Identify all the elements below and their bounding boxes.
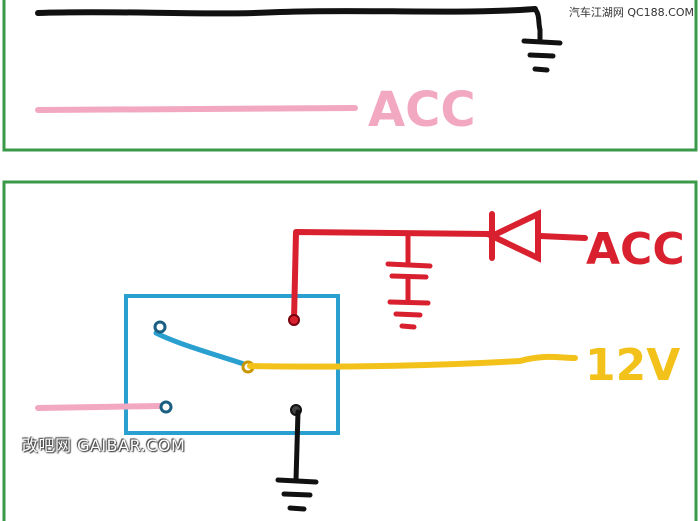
relay-coil-terminal <box>288 314 300 326</box>
top-pink-wire <box>35 105 358 113</box>
bottom-watermark: 改吧网 GAIBAR.COM <box>22 436 186 455</box>
bottom-acc-label: ACC <box>586 224 685 275</box>
relay-input-terminal <box>159 400 173 414</box>
top-watermark: 汽车江湖网 QC188.COM <box>568 6 694 19</box>
red-ground-symbol <box>385 231 433 330</box>
top-black-wire-drop <box>532 6 543 33</box>
bottom-ground-symbol <box>275 409 319 512</box>
relay-switch-arm <box>153 330 250 368</box>
top-ground-symbol <box>521 27 563 73</box>
diode-symbol <box>485 209 541 263</box>
yellow-wire <box>247 353 578 370</box>
top-black-wire <box>35 6 538 17</box>
red-wire <box>291 229 588 323</box>
pink-input-wire <box>35 403 163 411</box>
voltage-label: 12V <box>585 340 680 391</box>
top-panel-frame <box>2 0 698 152</box>
bottom-panel-frame <box>2 180 698 521</box>
relay-no-terminal <box>153 320 167 334</box>
top-acc-label: ACC <box>368 82 476 138</box>
